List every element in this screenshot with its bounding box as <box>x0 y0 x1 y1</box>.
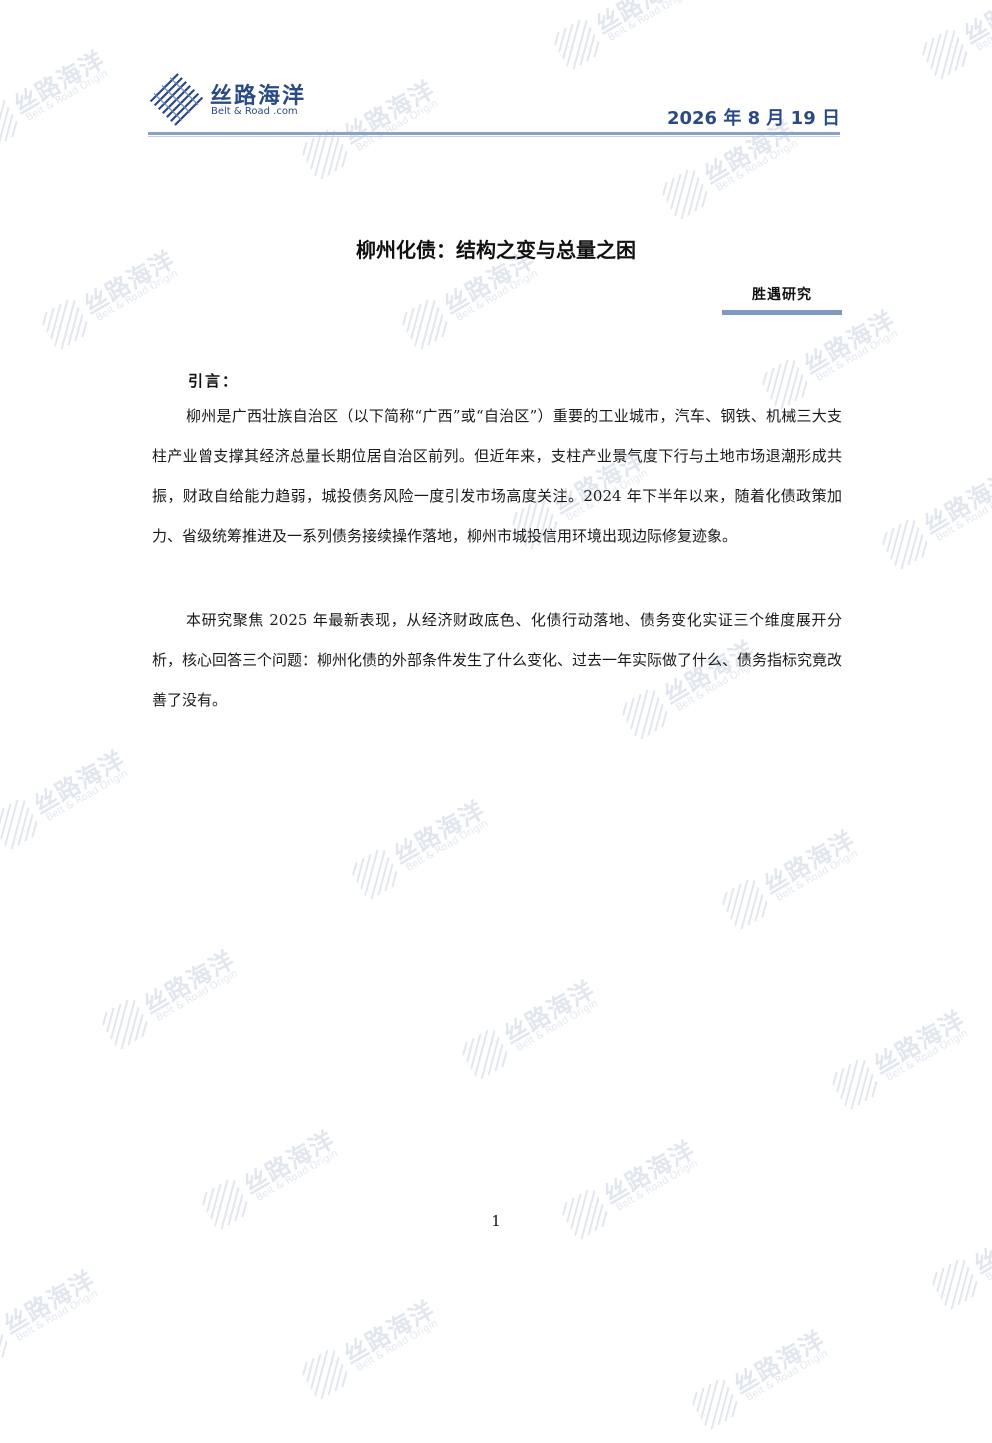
watermark-logo-icon <box>922 29 968 80</box>
watermark-logo-icon <box>832 1059 878 1110</box>
watermark-text-cn: 丝路海洋 <box>28 745 130 820</box>
watermark-text-en: Belt & Road Origin <box>24 68 110 124</box>
watermark-logo-icon <box>882 519 928 570</box>
watermark-text-en: Belt & Road Origin <box>94 268 180 324</box>
watermark-text-en: Belt & Road Origin <box>44 768 130 824</box>
watermark-logo-icon <box>42 299 88 350</box>
watermark-text-cn: 丝路海洋 <box>338 75 440 150</box>
author-underline <box>722 310 842 315</box>
watermark-text-cn: 丝路海洋 <box>238 1125 340 1200</box>
watermark-logo-icon <box>302 1349 348 1400</box>
watermark-text-en: Belt & Road Origin <box>744 1348 830 1404</box>
watermark-text-en: Belt & Road Origin <box>354 98 440 154</box>
watermark-text-cn: 丝路海洋 <box>388 795 490 870</box>
watermark-logo-icon <box>352 849 398 900</box>
watermark-text-en: Belt & Road Origin <box>154 968 240 1024</box>
watermark-logo-icon <box>102 999 148 1050</box>
watermark-text-cn: 丝路海洋 <box>728 1325 830 1400</box>
watermark-text-en: Belt & Road Origin <box>814 328 900 384</box>
watermark-logo-icon <box>0 799 38 850</box>
watermark-text-cn: 丝路海洋 <box>958 0 992 50</box>
watermark-text-cn: 丝路海洋 <box>598 1135 700 1210</box>
watermark-logo-icon <box>554 19 600 70</box>
watermark-logo-icon <box>662 169 708 220</box>
watermark-text-cn: 丝路海洋 <box>868 1005 970 1080</box>
watermark-text-en: Belt & Road Origin <box>884 1028 970 1084</box>
watermark-logo-icon <box>722 879 768 930</box>
watermark-logo-icon <box>0 1333 8 1362</box>
watermark-text-en: Belt & Road Origin <box>984 1228 992 1284</box>
watermark-text-cn: 丝路海洋 <box>590 0 692 40</box>
watermark-text-en: Belt & Road Origin <box>14 1288 100 1344</box>
report-date: 2026 年 8 月 19 日 <box>666 108 840 129</box>
watermark-text-en: Belt & Road Origin <box>354 1318 440 1374</box>
brand-logo: 丝路海洋 Belt & Road .com <box>148 72 348 130</box>
watermark-text-en: Belt & Road Origin <box>614 1158 700 1214</box>
watermark-text-cn: 丝路海洋 <box>0 1265 100 1340</box>
watermark-text-en: Belt & Road Origin <box>714 138 800 194</box>
author-block: 胜遇研究 <box>722 284 842 315</box>
watermark-text-en: Belt & Road Origin <box>514 998 600 1054</box>
watermark-text-en: Belt & Road Origin <box>454 268 540 324</box>
diagonal-stripes-logo-icon <box>148 72 204 126</box>
logo-text-en: Belt & Road .com <box>211 106 298 117</box>
watermark-text-cn: 丝路海洋 <box>758 825 860 900</box>
watermark-text-en: Belt & Road Origin <box>774 848 860 904</box>
watermark-logo-icon <box>692 1379 738 1430</box>
watermark-text-en: Belt & Road Origin <box>606 0 692 44</box>
watermark-text-cn: 丝路海洋 <box>138 945 240 1020</box>
watermark-text-en: Belt & Road Origin <box>404 818 490 874</box>
watermark-text-cn: 丝路海洋 <box>498 975 600 1050</box>
watermark-text-cn: 丝路海洋 <box>918 465 992 540</box>
body-paragraph: 柳州是广西壮族自治区（以下简称“广西”或“自治区”）重要的工业城市，汽车、钢铁、… <box>152 407 842 545</box>
watermark-text-en: Belt & Road Origin <box>934 488 992 544</box>
watermark-logo-icon <box>462 1029 508 1080</box>
watermark-logo-icon <box>932 1259 978 1310</box>
watermark-text-en: Belt & Road Origin <box>974 0 992 54</box>
watermark-logo-icon <box>402 299 448 350</box>
document-title: 柳州化债：结构之变与总量之困 <box>356 238 636 262</box>
intro-heading: 引言： <box>188 372 240 390</box>
logo-text-cn: 丝路海洋 <box>210 84 307 109</box>
header-divider <box>148 132 840 137</box>
author-name: 胜遇研究 <box>752 287 812 303</box>
watermark-text-en: Belt & Road Origin <box>254 1148 340 1204</box>
watermark-logo-icon <box>0 99 18 150</box>
body-paragraph: 本研究聚焦 2025 年最新表现，从经济财政底色、化债行动落地、债务变化实证三个… <box>152 611 843 709</box>
watermark-text-cn: 丝路海洋 <box>338 1295 440 1370</box>
watermark-text-cn: 丝路海洋 <box>8 45 110 120</box>
page-number: 1 <box>491 1212 501 1230</box>
